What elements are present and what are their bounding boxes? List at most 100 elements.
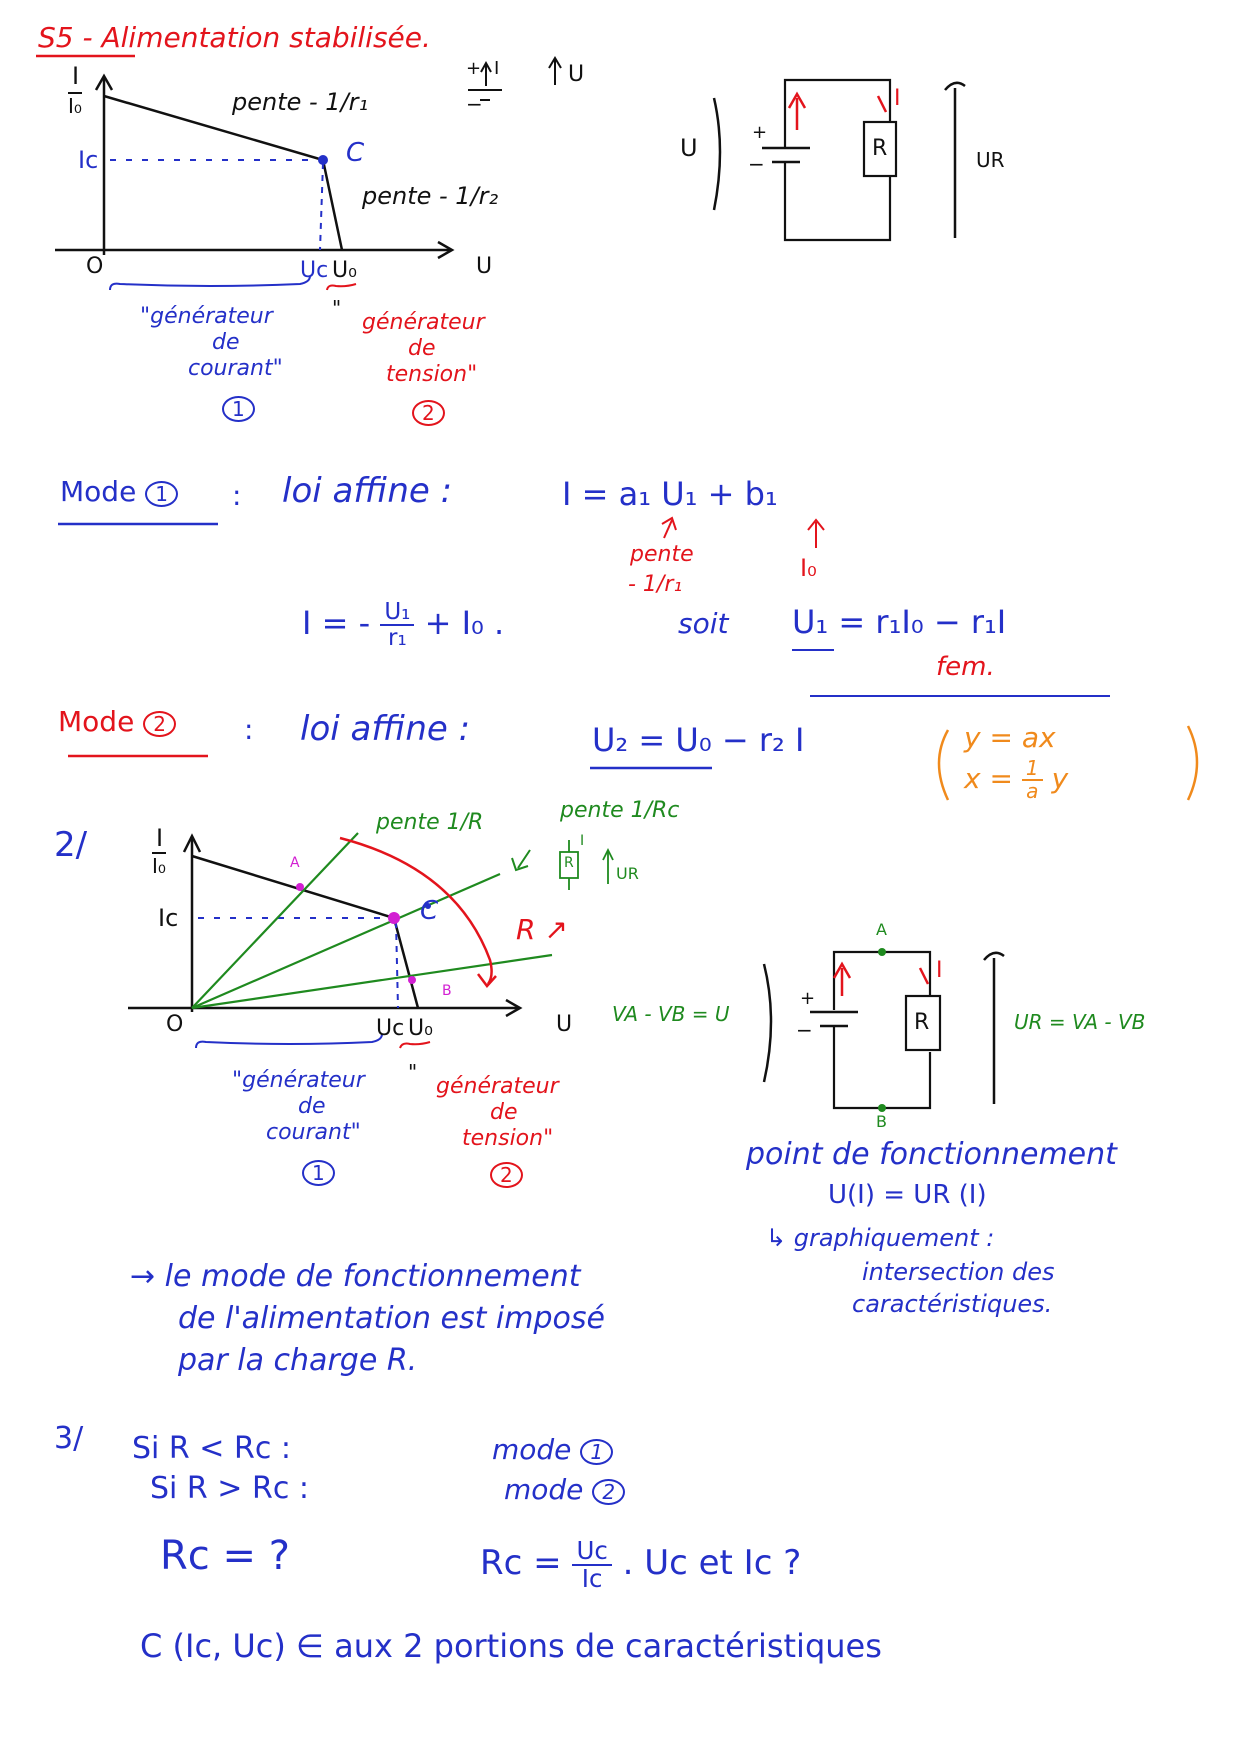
graph2-zone2-circle: 2 (490, 1162, 523, 1188)
graph1-zone1-line1: "générateur (140, 304, 273, 329)
mode2-orange-lhs: x = (964, 762, 1013, 796)
mode1-eq2-den: r₁ (388, 625, 407, 652)
graph2-mark-a: A (290, 855, 300, 871)
graph2-slope-r: pente 1/R (376, 810, 484, 835)
graph2-ylabel-num: I (156, 824, 164, 852)
mode2-label-text: Mode (58, 705, 135, 738)
circuit2-r-label: R (914, 1010, 930, 1035)
graph2-x-axis-label: U (556, 1012, 573, 1037)
graph2-origin: O (166, 1012, 184, 1037)
mode1-equation3: U₁ = r₁I₀ − r₁I (792, 603, 1007, 641)
mode2-orange-num: 1 (1021, 757, 1043, 782)
graph1-zone1-line3: courant" (188, 356, 283, 381)
part3-cond1: Si R < Rc : (132, 1431, 291, 1466)
page-title: S5 - Alimentation stabilisée. (38, 21, 431, 54)
graph1-ic-label: Ic (78, 146, 99, 174)
mode1-annotation-slope: pente (630, 542, 694, 567)
conclusion-line2: de l'alimentation est imposé (178, 1301, 605, 1336)
mode1-annotation-i0: I₀ (800, 554, 817, 582)
mode2-law: loi affine : (300, 709, 471, 749)
graph1-zone1-num: 1 (222, 396, 255, 422)
mode2-num: 2 (143, 711, 176, 737)
circuit1-plus: + (752, 122, 768, 143)
conclusion-line3: par la charge R. (178, 1343, 418, 1378)
part3-rc-lhs: Rc = (480, 1543, 562, 1584)
graph1-zone2-line2: de (408, 336, 436, 361)
mode2-orange-den: a (1026, 779, 1039, 804)
circuit2-graph-line1: ↳ graphiquement : (766, 1224, 995, 1252)
part3-cond1-mode: mode 1 (492, 1433, 614, 1466)
graph1-conv-minus: − (466, 92, 483, 116)
circuit2-node-b: B (876, 1112, 887, 1131)
part2-label: 2/ (54, 825, 88, 865)
circuit1-u-label: U (680, 134, 698, 162)
graph1-zone2-line3: tension" (386, 362, 478, 387)
graph2-zone2-line1: générateur (436, 1074, 559, 1099)
graph1-slope2: pente - 1/r₂ (362, 182, 499, 210)
graph2-zone2-mark: " (408, 1060, 418, 1084)
part3-c-line: C (Ic, Uc) ∈ aux 2 portions de caractéri… (140, 1627, 882, 1665)
mode2-orange-rhs: y (1051, 762, 1069, 796)
circuit2-ur-label: UR = VA - VB (1014, 1010, 1146, 1034)
part3-label: 3/ (54, 1421, 84, 1456)
graph1-zone2-circle: 2 (412, 400, 445, 426)
mode1-eq2-num: U₁ (380, 600, 415, 627)
graph2-zone1-circle: 1 (302, 1160, 335, 1186)
graph1-point-c: C (346, 138, 365, 168)
graph1-origin: O (86, 254, 104, 279)
graph1-conv-plus: + (466, 58, 482, 79)
graph1-zone2-mark: " (332, 296, 342, 320)
mode1-eq2-lhs: I = - (302, 604, 371, 643)
part3-cond2-mode: mode 2 (504, 1476, 626, 1505)
circuit1-r-label: R (872, 136, 888, 161)
circuit2-point-line2: U(I) = UR (I) (828, 1180, 987, 1210)
graph1-ylabel-num: I (72, 62, 80, 90)
part3-cond1-mode-text: mode (492, 1433, 572, 1466)
graph2-uc-label: Uc (376, 1016, 405, 1041)
graph1-zone2-num: 2 (412, 400, 445, 426)
part3-rc-den: Ic (581, 1563, 603, 1593)
graph2-zone2-num: 2 (490, 1162, 523, 1188)
mode1-law: loi affine : (282, 471, 453, 511)
part3-rc-question: Rc = ? (160, 1533, 290, 1579)
part3-cond2: Si R > Rc : (150, 1471, 309, 1506)
conclusion-line1: → le mode de fonctionnement (130, 1259, 581, 1294)
graph1-ylabel-den: I₀ (68, 92, 82, 118)
circuit1-ur-label: UR (976, 148, 1005, 172)
circuit2-graph-line2: intersection des (862, 1258, 1055, 1286)
circuit2-point-line1: point de fonctionnement (746, 1137, 1117, 1172)
graph1-uc-label: Uc (300, 258, 329, 283)
circuit2-graph-line3: caractéristiques. (852, 1290, 1053, 1318)
circuit2-plus: + (800, 988, 816, 1009)
graph2-u0-label: U₀ (408, 1016, 433, 1041)
graph2-zone1-line1: "générateur (232, 1068, 365, 1093)
circuit2-va-vb: VA - VB = U (612, 1002, 730, 1026)
part3-rc-rhs: . Uc et Ic ? (622, 1543, 802, 1584)
graph2-r-arrow: R ↗ (516, 913, 568, 946)
graph2-zone1-line2: de (298, 1094, 326, 1119)
mode1-label: Mode 1 (60, 478, 178, 507)
graph2-zone1-line3: courant" (266, 1120, 361, 1145)
graph1-zone1-line2: de (212, 330, 240, 355)
graph2-small-i: I (580, 833, 585, 849)
mode1-label-text: Mode (60, 475, 137, 508)
circuit2-node-a: A (876, 920, 887, 939)
mode2-colon: : (244, 713, 254, 746)
graph1-conv-u: U (568, 62, 585, 87)
graph2-point-c: C (420, 896, 439, 926)
mode1-fem: fem. (936, 652, 995, 682)
mode1-soit: soit (678, 607, 729, 640)
graph2-small-r: R (564, 855, 574, 871)
graph1-x-axis-label: U (476, 254, 493, 279)
graph2-mark-b: B (442, 983, 452, 999)
